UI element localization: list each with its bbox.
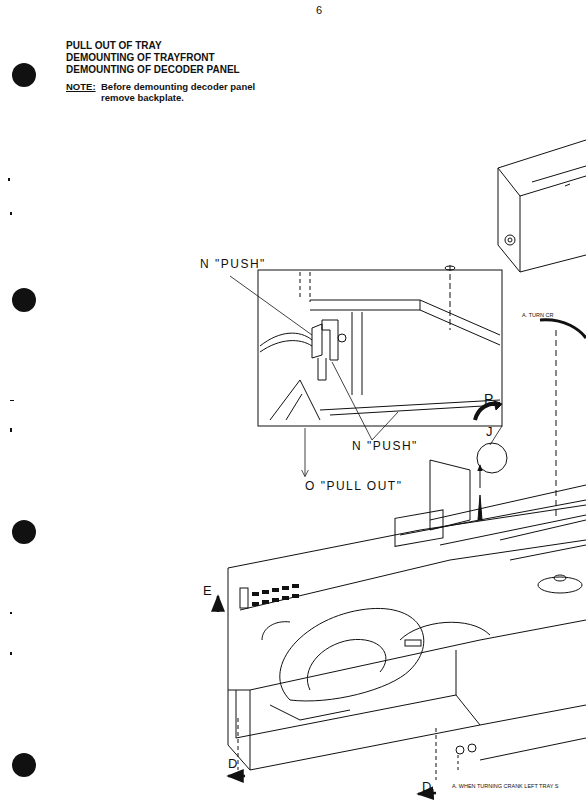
heading: DEMOUNTING OF TRAYFRONT: [66, 52, 215, 64]
action-label: O "PULL OUT": [305, 480, 402, 494]
arrows: [218, 596, 458, 794]
action-label: N "PUSH": [352, 440, 418, 454]
step-letter: J: [486, 425, 493, 440]
step-letter: E: [203, 584, 212, 599]
step-letter: P: [484, 391, 493, 407]
inset-detail: [258, 265, 502, 426]
action-label: N "PUSH": [200, 258, 266, 272]
step-letter: D: [228, 757, 237, 772]
page-number: 6: [316, 4, 322, 17]
note-text: Before demounting decoder panel remove b…: [101, 82, 271, 104]
step-letter: D: [422, 780, 431, 795]
heading: PULL OUT OF TRAY: [66, 40, 162, 52]
instruction-text: A. WHEN TURNING CRANK LEFT TRAY S: [452, 783, 558, 789]
instruction-text: A. TURN CR: [522, 312, 553, 318]
leader-lines: [230, 276, 502, 476]
heading: DEMOUNTING OF DECODER PANEL: [66, 64, 240, 76]
top-unit: [498, 140, 586, 272]
main-unit: [228, 320, 586, 770]
note-label: NOTE:: [66, 82, 96, 93]
binder-holes: [8, 63, 36, 777]
button-grid: [240, 584, 299, 608]
